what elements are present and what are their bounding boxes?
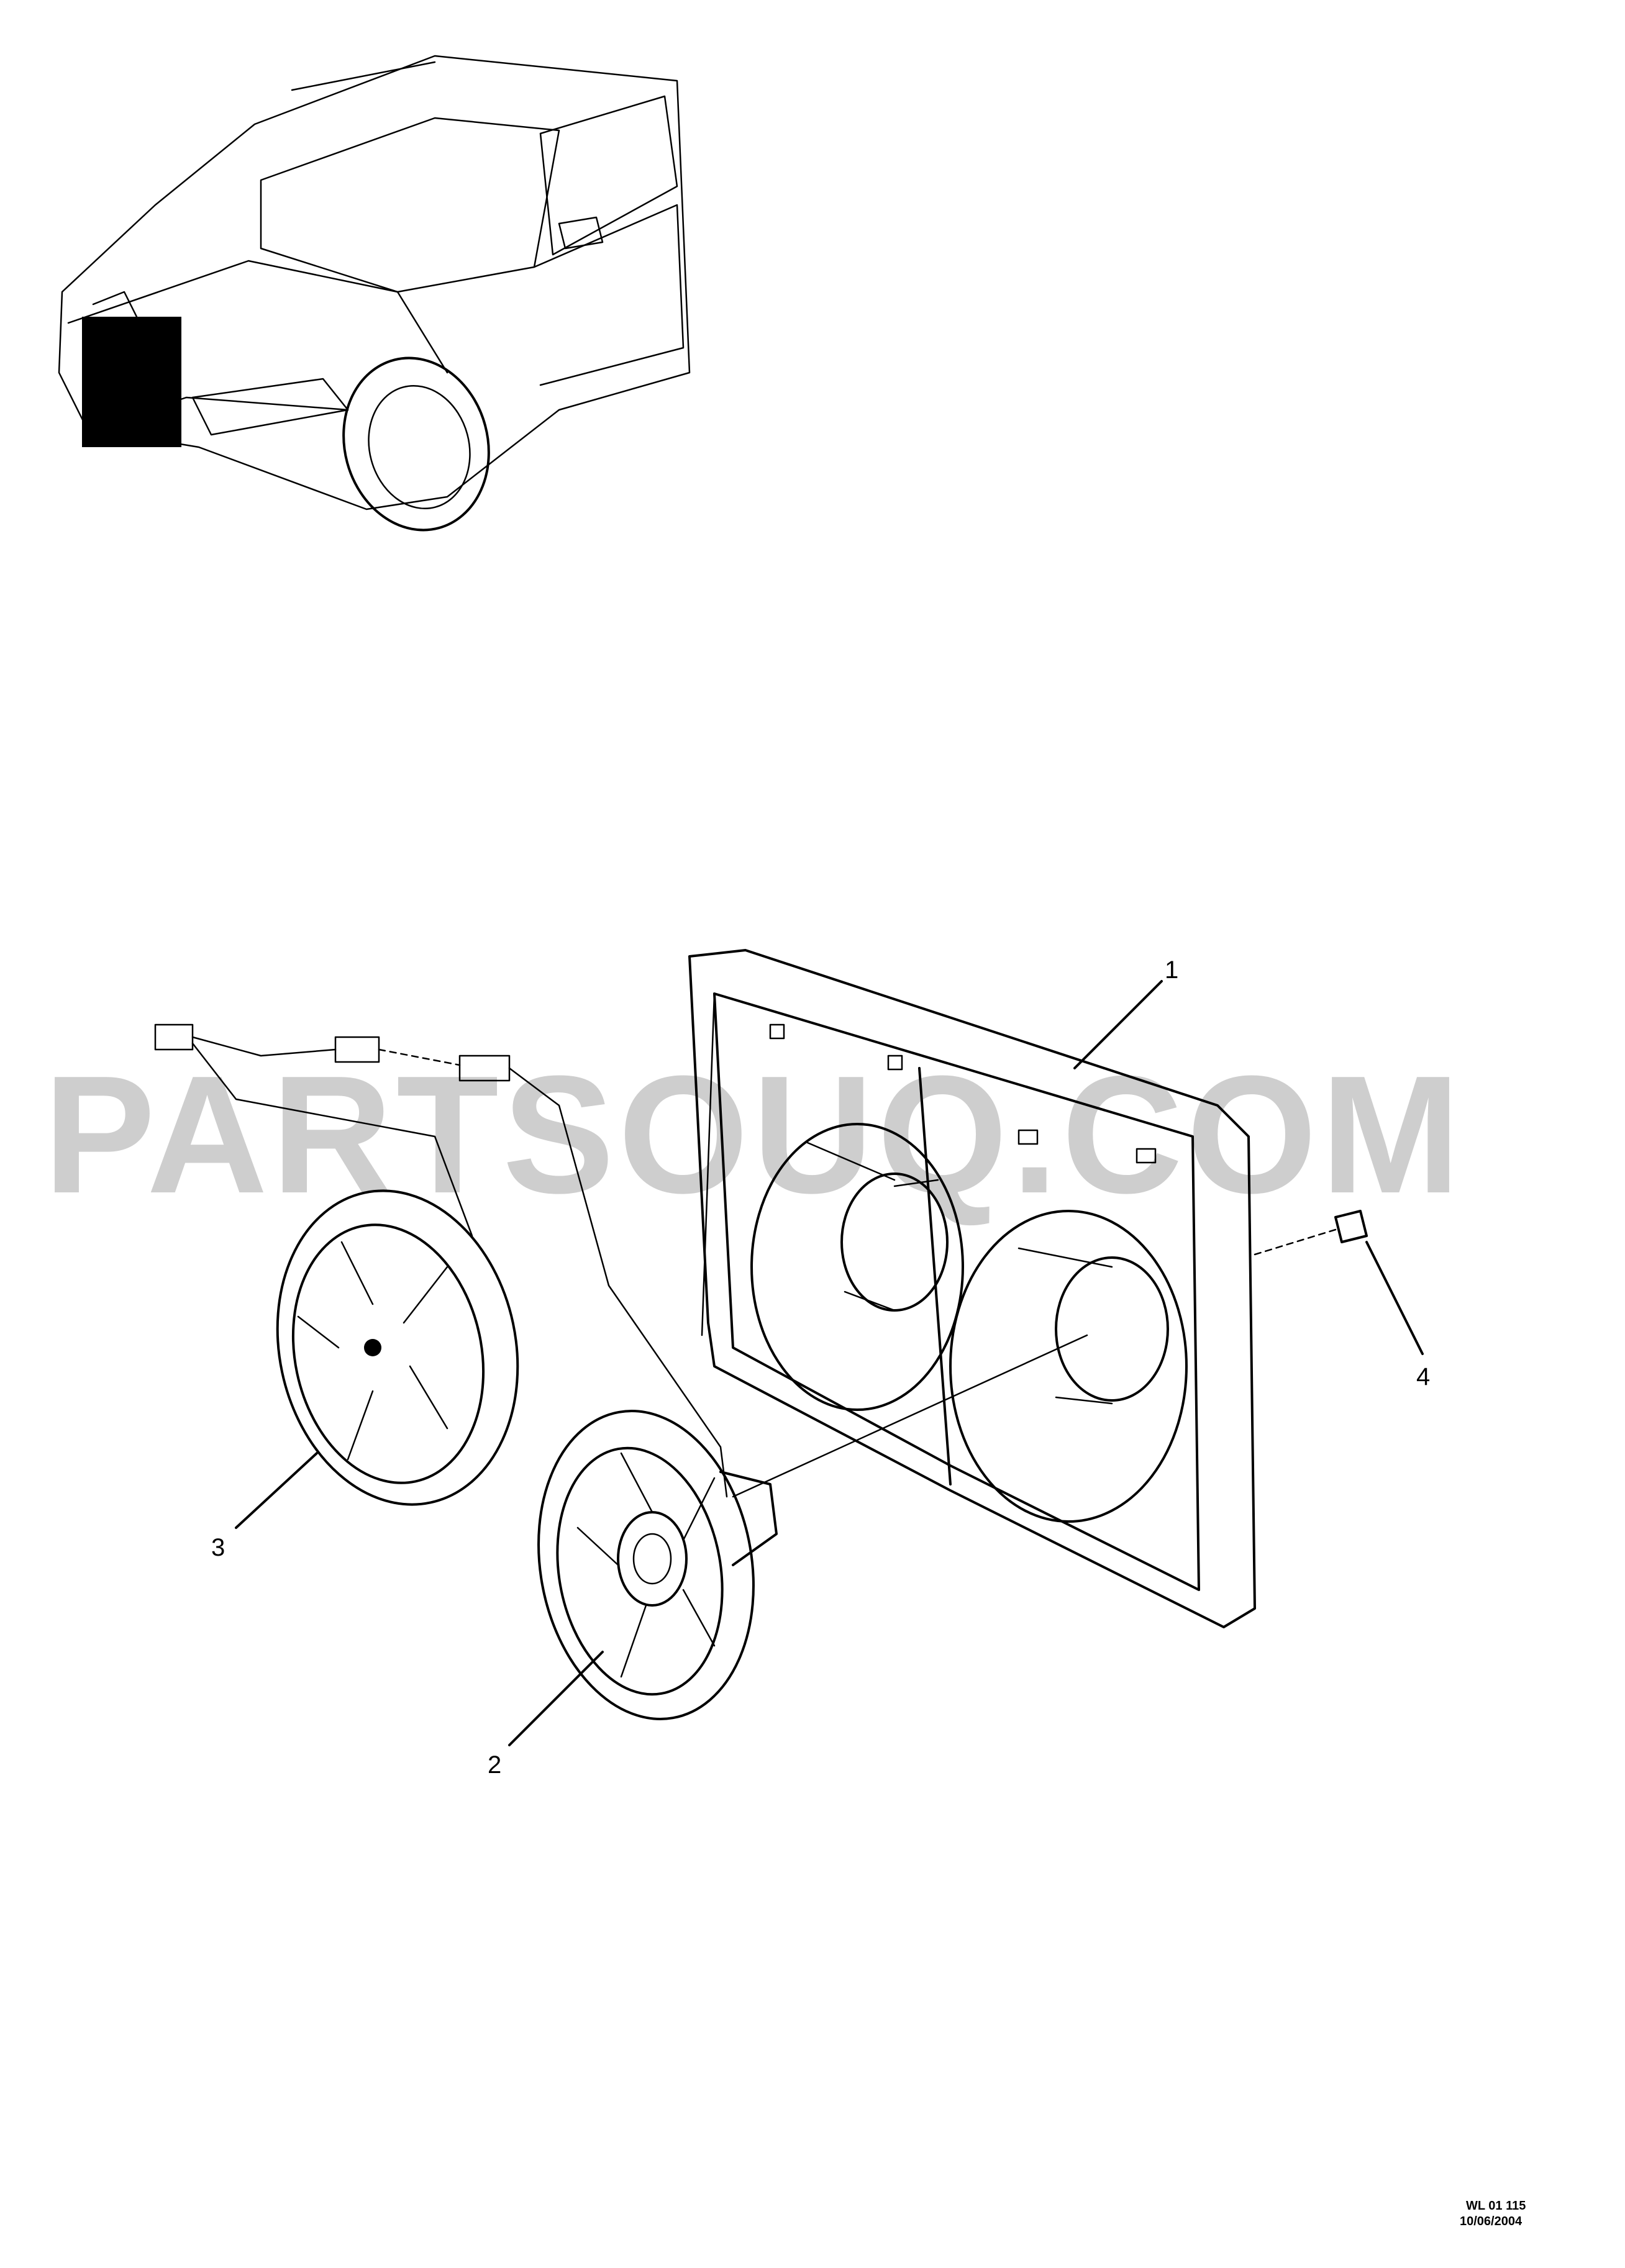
bolt-4 (1254, 1210, 1368, 1256)
callout-4: 4 (1365, 1241, 1430, 1390)
highlighted-cooling-area (82, 317, 181, 447)
callout-1: 1 (1073, 956, 1178, 1069)
callout-2-label: 2 (488, 1751, 501, 1779)
callout-2: 2 (488, 1651, 604, 1779)
reference-date: 10/06/2004 (1460, 2215, 1523, 2228)
callout-1-label: 1 (1165, 956, 1178, 984)
fan-assembly-2 (537, 1410, 778, 1720)
alignment-line (732, 1334, 1088, 1498)
wiring-harness (154, 1023, 728, 1498)
callout-4-label: 4 (1416, 1363, 1430, 1390)
watermark: PARTSOUQ.COM (43, 1041, 1464, 1228)
fan-assembly-3 (276, 1189, 519, 1506)
callout-3: 3 (211, 1452, 318, 1561)
reference-code: WL 01 115 (1466, 2199, 1526, 2213)
callout-3-label: 3 (211, 1534, 225, 1561)
fan-shroud (688, 949, 1256, 1628)
vehicle-locator-illustration (58, 55, 691, 532)
